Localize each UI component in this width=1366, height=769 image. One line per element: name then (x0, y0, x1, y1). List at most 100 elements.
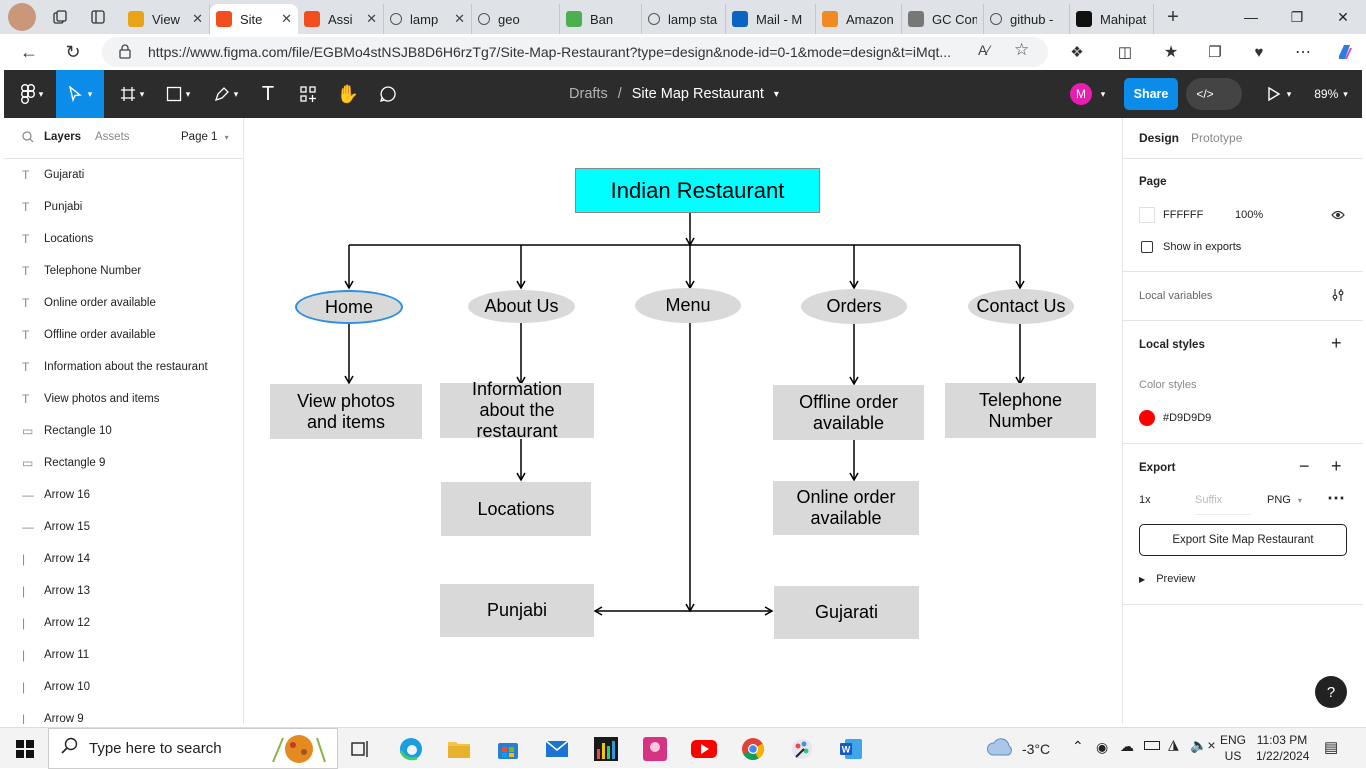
favorite-star-icon[interactable]: ☆ (1014, 40, 1030, 59)
language-indicator[interactable]: ENG US (1220, 732, 1246, 764)
collections-icon[interactable]: ❐ (1208, 44, 1222, 61)
back-button[interactable]: ← (20, 41, 38, 62)
layer-row[interactable]: |Arrow 9 (4, 703, 243, 724)
dev-mode-toggle[interactable]: </> (1186, 78, 1242, 110)
task-view-icon[interactable] (346, 734, 376, 764)
word-app-icon[interactable]: W (836, 734, 866, 764)
zoom-dropdown[interactable]: 89% ▾ (1314, 87, 1348, 101)
local-variables-label[interactable]: Local variables (1139, 290, 1213, 302)
preview-toggle[interactable]: ▶ Preview (1139, 573, 1195, 585)
restore-button[interactable]: ❐ (1290, 8, 1304, 25)
extensions-icon[interactable]: ❖ (1070, 44, 1084, 61)
node-menu[interactable]: Menu (635, 288, 741, 323)
browser-tab[interactable]: lamp sta (642, 4, 726, 34)
move-tool-button[interactable]: ▾ (56, 70, 104, 118)
breadcrumb-drafts[interactable]: Drafts (569, 86, 608, 102)
youtube-app-icon[interactable] (689, 734, 719, 764)
comment-tool-button[interactable] (374, 70, 402, 118)
browser-tab[interactable]: Site✕ (210, 4, 298, 34)
box-information[interactable]: Information about the restaurant (440, 379, 594, 441)
windows-start-icon[interactable] (10, 734, 40, 764)
layer-row[interactable]: ▭Rectangle 9 (4, 447, 243, 479)
color-style-swatch[interactable] (1139, 410, 1155, 426)
layer-row[interactable]: |Arrow 12 (4, 607, 243, 639)
browser-tab[interactable]: Mail - M (726, 4, 816, 34)
file-explorer-icon[interactable] (444, 734, 474, 764)
minimize-button[interactable]: — (1244, 9, 1258, 25)
layer-row[interactable]: |Arrow 10 (4, 671, 243, 703)
export-suffix-input[interactable]: Suffix (1195, 494, 1251, 515)
layer-row[interactable]: |Arrow 14 (4, 543, 243, 575)
profile-avatar[interactable] (8, 3, 36, 31)
page-opacity-value[interactable]: 100% (1235, 209, 1264, 221)
tray-chevron-icon[interactable]: ⌃ (1072, 738, 1084, 754)
notifications-icon[interactable]: ▤ (1324, 739, 1339, 756)
node-orders[interactable]: Orders (801, 289, 907, 324)
browser-tab[interactable]: Mahipate (1070, 4, 1154, 34)
favorites-icon[interactable]: ★ (1163, 44, 1179, 61)
page-color-value[interactable]: FFFFFF (1163, 209, 1204, 221)
figma-menu-button[interactable]: ▾ (14, 70, 50, 118)
refresh-button[interactable]: ↻ (65, 41, 81, 62)
taskbar-search[interactable]: Type here to search (48, 728, 338, 769)
page-color-swatch[interactable] (1139, 207, 1155, 223)
variables-adjust-icon[interactable] (1331, 288, 1345, 307)
tab-close-icon[interactable]: ✕ (454, 11, 465, 26)
tab-prototype[interactable]: Prototype (1191, 131, 1243, 145)
box-view-photos[interactable]: View photos and items (270, 384, 422, 439)
browser-tab[interactable]: View✕ (122, 4, 210, 34)
wifi-icon[interactable]: ◮ (1168, 736, 1179, 752)
file-name[interactable]: Site Map Restaurant (631, 86, 764, 102)
avatar-chevron-icon[interactable]: ▾ (1100, 88, 1106, 99)
browser-tab[interactable]: GC Comp (902, 4, 984, 34)
weather-widget[interactable]: -3°C (986, 738, 1050, 759)
read-aloud-icon[interactable]: A⁄ (978, 42, 990, 58)
search-icon[interactable] (22, 130, 34, 148)
export-scale[interactable]: 1x (1139, 494, 1151, 506)
text-tool-button[interactable]: T (261, 82, 275, 105)
show-in-exports-checkbox[interactable] (1141, 241, 1153, 253)
copilot-icon[interactable] (1330, 37, 1360, 67)
tab-close-icon[interactable]: ✕ (192, 11, 203, 26)
root-node[interactable]: Indian Restaurant (575, 168, 820, 213)
present-button[interactable]: ▾ (1262, 70, 1296, 118)
tab-close-icon[interactable]: ✕ (366, 11, 377, 26)
user-avatar[interactable]: M (1070, 83, 1092, 105)
export-options-icon[interactable]: ⋯ (1327, 488, 1345, 508)
mail-app-icon[interactable] (542, 734, 572, 764)
browser-tab[interactable]: Ban (560, 4, 642, 34)
color-style-name[interactable]: #D9D9D9 (1163, 412, 1212, 424)
microsoft-store-icon[interactable] (493, 734, 523, 764)
paint-app-icon[interactable] (787, 734, 817, 764)
tab-actions-icon[interactable] (84, 3, 112, 31)
box-telephone[interactable]: Telephone Number (945, 383, 1096, 438)
layer-row[interactable]: |Arrow 13 (4, 575, 243, 607)
settings-more-icon[interactable]: ⋯ (1295, 44, 1311, 61)
export-button[interactable]: Export Site Map Restaurant (1139, 524, 1347, 556)
frame-tool-button[interactable]: ▾ (112, 70, 152, 118)
browser-tab[interactable]: geo (472, 4, 560, 34)
tab-layers[interactable]: Layers (44, 131, 82, 143)
workspaces-icon[interactable] (46, 3, 74, 31)
box-gujarati[interactable]: Gujarati (774, 586, 919, 639)
split-screen-icon[interactable]: ◫ (1117, 44, 1133, 61)
add-style-icon[interactable]: + (1331, 333, 1342, 353)
tab-assets[interactable]: Assets (95, 131, 130, 143)
design-canvas[interactable]: Indian Restaurant Home About Us Menu Ord… (245, 118, 1121, 724)
volume-muted-icon[interactable]: 🔈× (1190, 737, 1216, 753)
new-tab-button[interactable]: + (1167, 5, 1179, 28)
help-button[interactable]: ? (1315, 676, 1347, 708)
layer-row[interactable]: ▭Rectangle 10 (4, 415, 243, 447)
page-selector[interactable]: Page 1 ▾ (181, 131, 229, 143)
node-contact-us[interactable]: Contact Us (968, 289, 1074, 324)
box-punjabi[interactable]: Punjabi (440, 584, 594, 637)
remove-export-icon[interactable]: − (1299, 456, 1310, 476)
box-offline-order[interactable]: Offline order available (773, 385, 924, 440)
layer-row[interactable]: —Arrow 15 (4, 511, 243, 543)
edge-app-icon[interactable] (396, 734, 426, 764)
export-format-select[interactable]: PNG ▾ (1267, 494, 1302, 506)
